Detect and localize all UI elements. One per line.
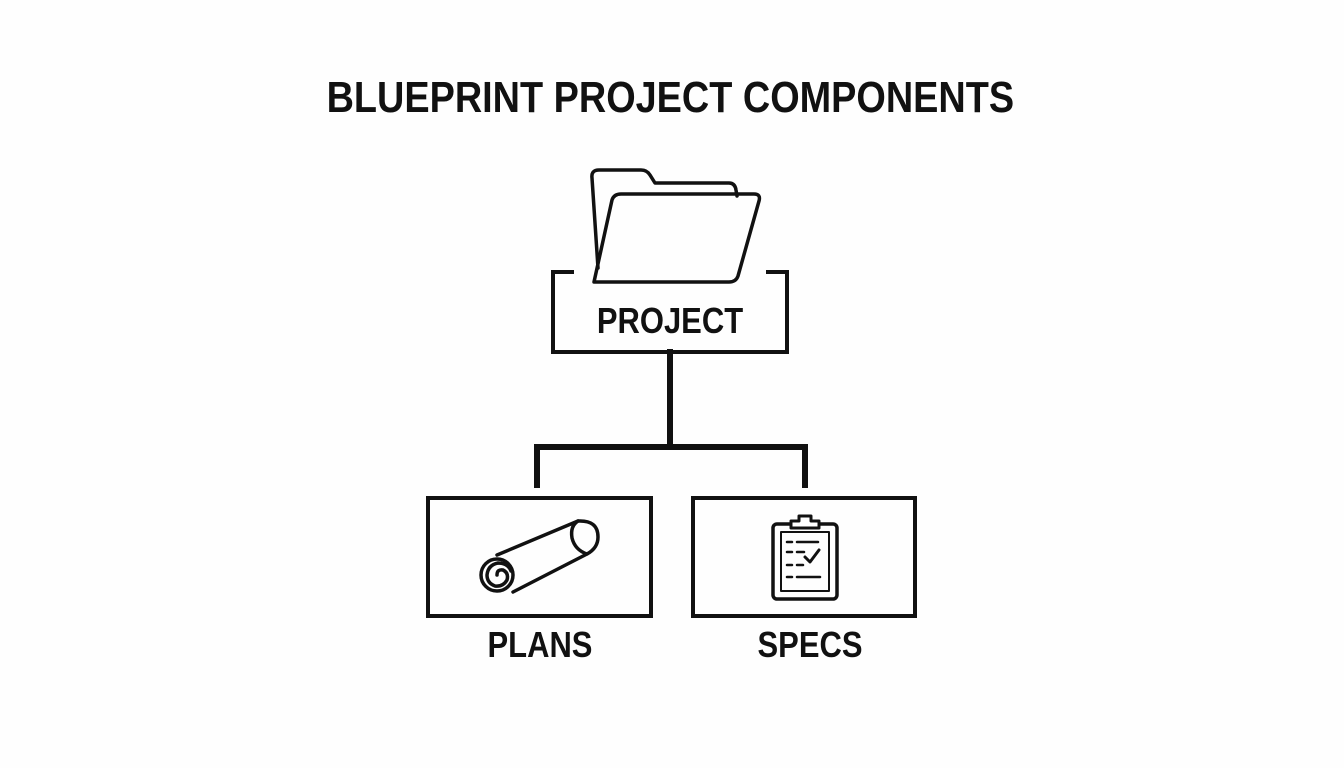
tree-connectors	[534, 349, 808, 488]
plans-box	[426, 496, 653, 618]
project-label: PROJECT	[596, 300, 744, 341]
folder-icon	[590, 168, 762, 284]
diagram-title: BLUEPRINT PROJECT COMPONENTS	[326, 73, 1015, 122]
rolled-plans-icon	[479, 519, 600, 594]
plans-label: PLANS	[487, 624, 593, 665]
specs-box	[691, 496, 917, 618]
specs-label: SPECS	[757, 624, 863, 665]
clipboard-checklist-icon	[771, 514, 839, 601]
